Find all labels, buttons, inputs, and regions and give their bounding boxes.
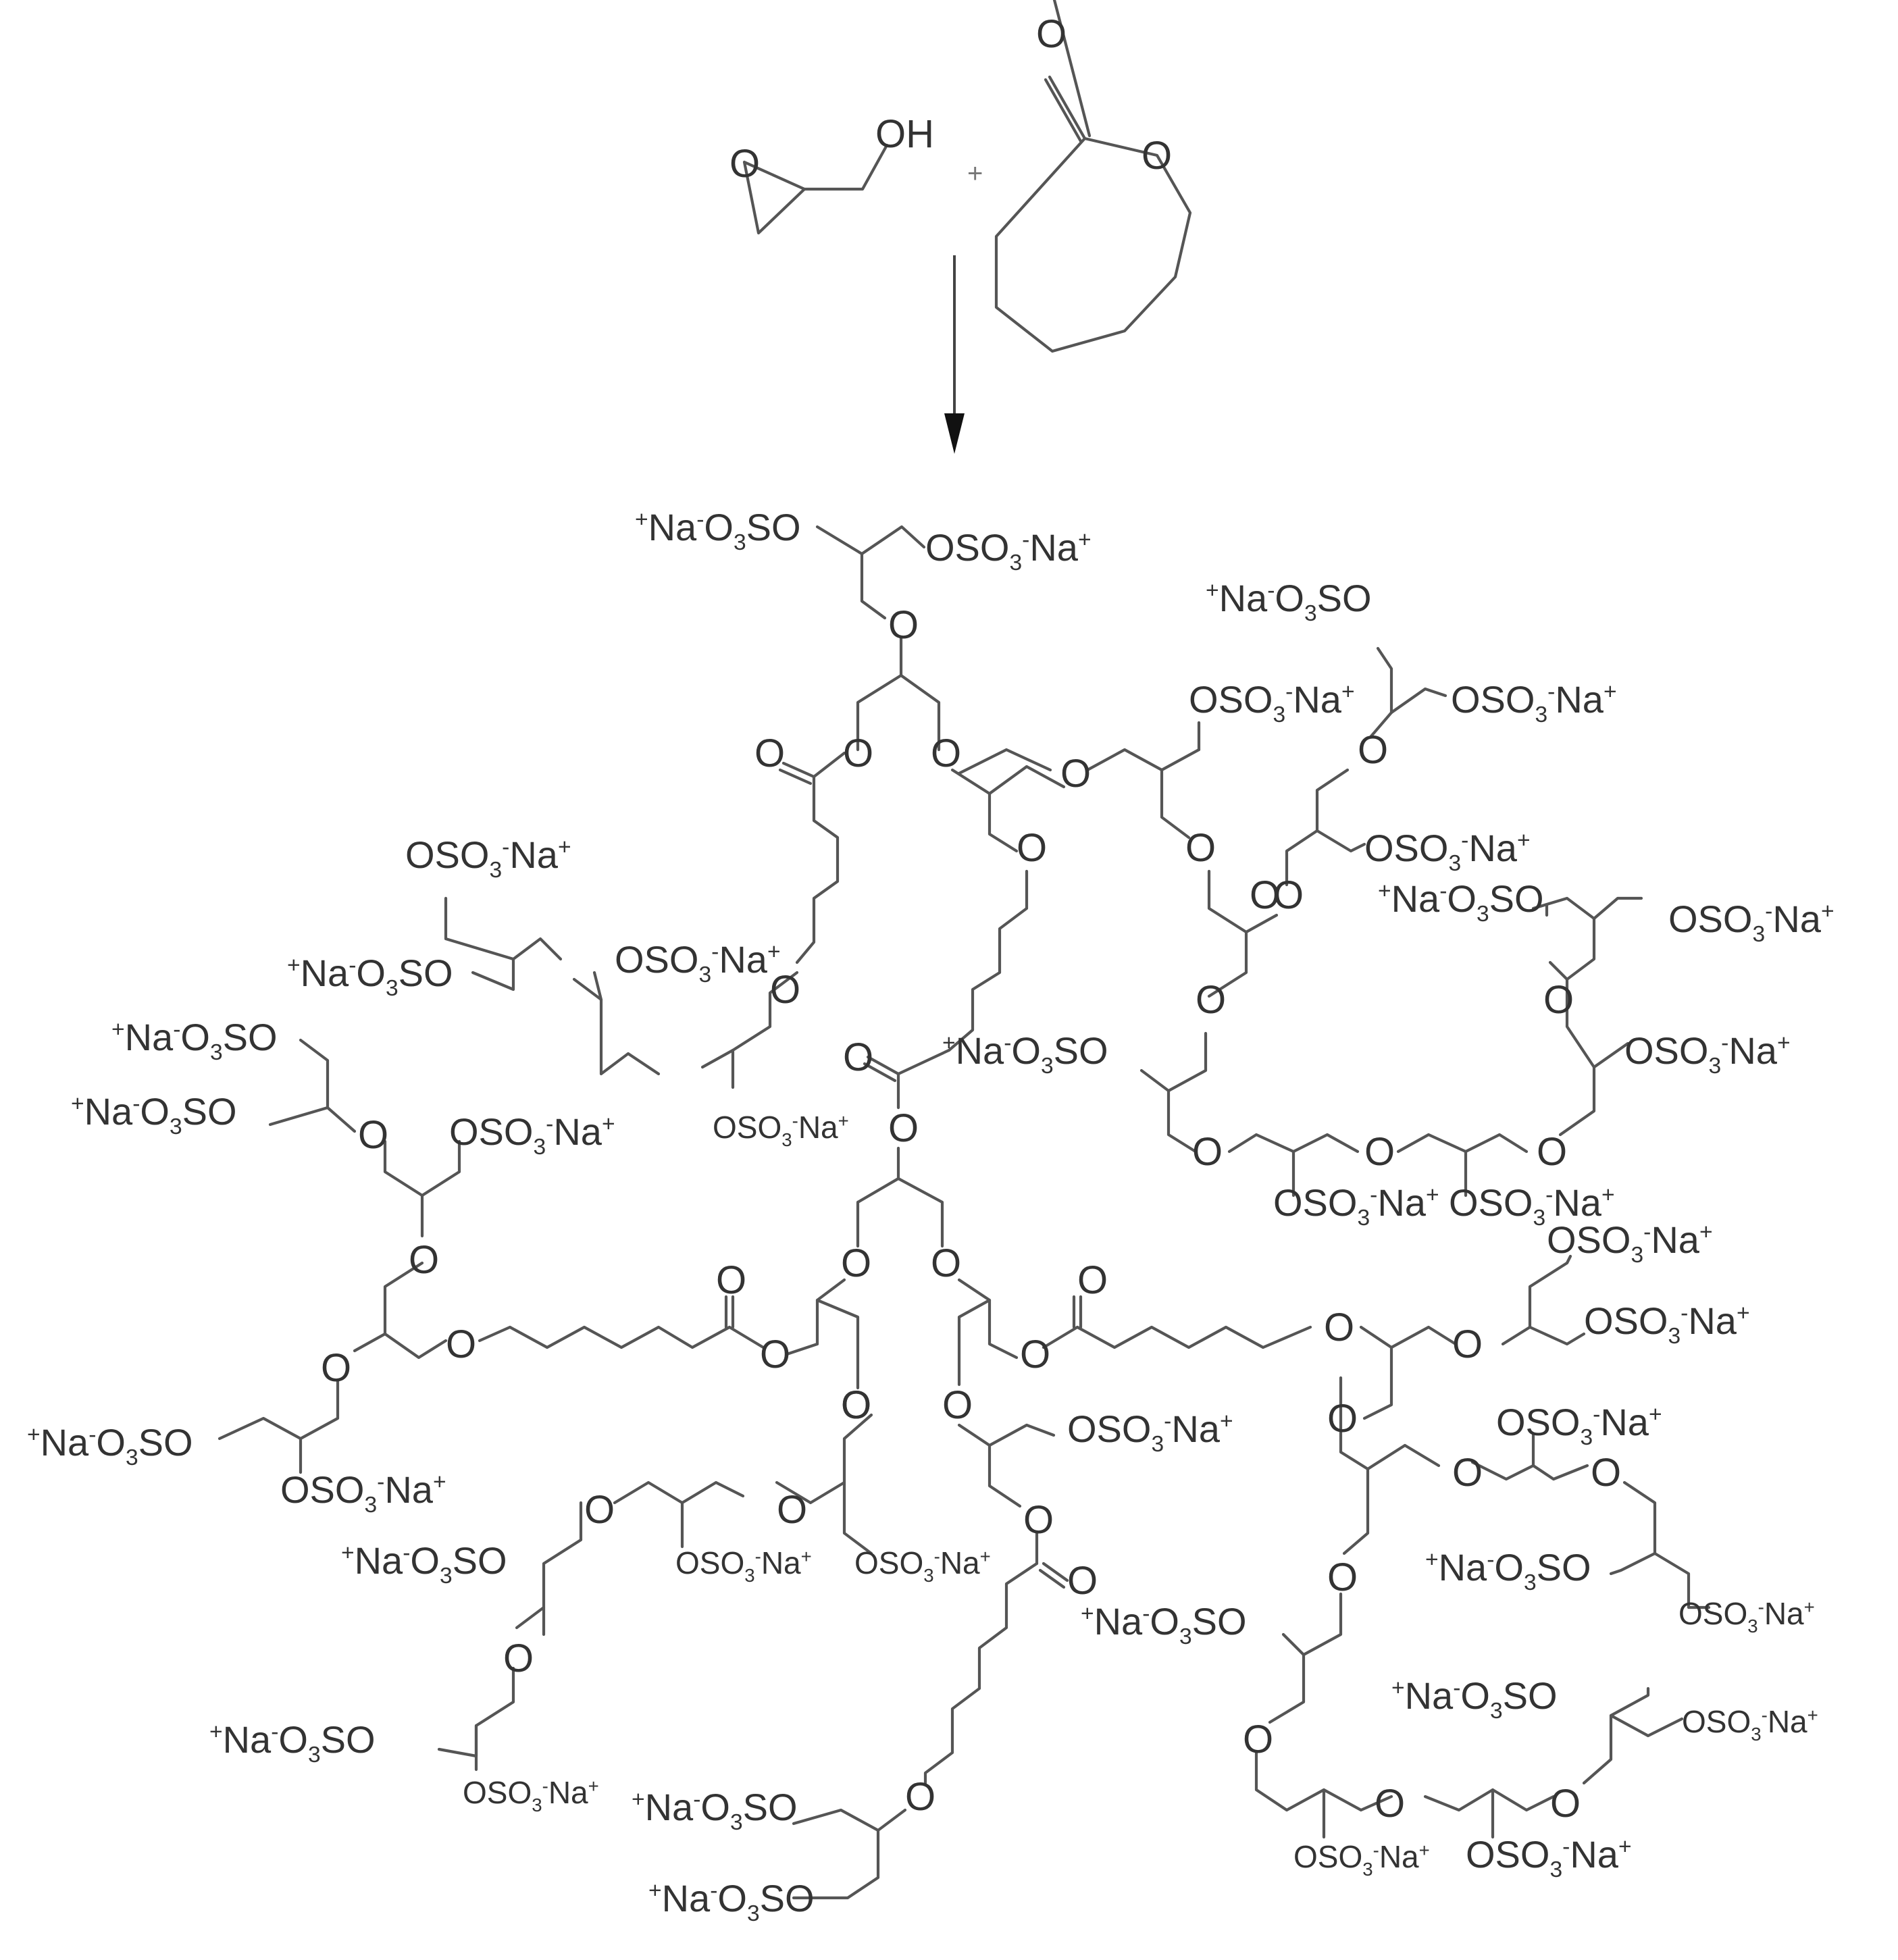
product-bonds	[217, 525, 1711, 1900]
o-atom: O	[1327, 1555, 1358, 1599]
o-atom: O	[1327, 1397, 1358, 1441]
sulfate-label: OSO3-Na+	[1273, 1181, 1439, 1231]
o-atom: O	[1023, 1498, 1054, 1542]
o-atom: O	[1452, 1322, 1483, 1366]
sulfate-label: OSO3-Na+	[463, 1775, 599, 1815]
sulfate-label: +Na-O3SO	[942, 1029, 1108, 1079]
ether-oxygens: O O O O O O O O O O O O O O O O O O O O …	[321, 603, 1621, 1826]
carbonyl-o-atom: O	[843, 1035, 873, 1079]
sulfate-label: OSO3-Na+	[1547, 1218, 1713, 1268]
o-atom: O	[905, 1775, 935, 1819]
sulfate-label: OSO3-Na+	[1449, 1181, 1615, 1231]
sulfate-label: +Na-O3SO	[1206, 577, 1372, 626]
carbonyl-o-atom: O	[716, 1258, 746, 1302]
o-atom: O	[1060, 752, 1091, 796]
sulfate-label: OSO3-Na+	[449, 1110, 615, 1160]
reaction-arrow	[944, 255, 965, 454]
o-atom: O	[584, 1488, 615, 1532]
sulfate-label: OSO3-Na+	[1189, 678, 1355, 727]
glycidol: O OH	[729, 112, 934, 235]
o-atom: O	[1543, 978, 1574, 1022]
o-atom: O	[1537, 1130, 1567, 1174]
sulfate-label: +Na-O3SO	[111, 1016, 278, 1065]
sulfate-label: +Na-O3SO	[648, 1877, 815, 1926]
o-atom: O	[1250, 873, 1280, 917]
o-atom: O	[1364, 1130, 1395, 1174]
sulfate-label: OSO3-Na+	[280, 1468, 446, 1518]
sulfate-label: +Na-O3SO	[632, 1786, 798, 1835]
o-atom: O	[1324, 1306, 1354, 1349]
plus-sign: +	[967, 159, 983, 188]
sulfate-label: OSO3-Na+	[615, 938, 781, 987]
o-atom: O	[843, 731, 873, 775]
sulfate-label: +Na-O3SO	[1378, 877, 1544, 927]
o-atom: O	[321, 1346, 351, 1390]
o-atom: O	[1550, 1782, 1581, 1826]
carbonyl-o: O	[1036, 12, 1067, 56]
sulfate-label: OSO3-Na+	[854, 1545, 991, 1586]
carbonyl-o-atom: O	[754, 731, 785, 775]
o-atom: O	[1017, 826, 1047, 870]
o-atom: O	[358, 1113, 388, 1157]
o-atom: O	[1452, 1451, 1483, 1495]
hydroxyl-oh: OH	[875, 112, 934, 156]
o-atom: O	[931, 1241, 961, 1285]
o-atom: O	[1192, 1130, 1223, 1174]
sulfate-label: OSO3-Na+	[1682, 1704, 1818, 1745]
sulfate-label: +Na-O3SO	[287, 952, 453, 1001]
sulfate-label: +Na-O3SO	[27, 1421, 193, 1470]
sulfate-label: OSO3-Na+	[1364, 827, 1531, 876]
o-atom: O	[1243, 1718, 1273, 1761]
sulfate-label: +Na-O3SO	[209, 1718, 376, 1768]
carbonyl-o-atom: O	[1067, 1559, 1098, 1603]
o-atom: O	[841, 1241, 871, 1285]
sulfate-label: OSO3-Na+	[1668, 898, 1835, 947]
sulfate-label: OSO3-Na+	[1451, 678, 1617, 727]
o-atom: O	[1185, 826, 1216, 870]
o-atom: O	[770, 968, 800, 1012]
sulfate-label: +Na-O3SO	[71, 1090, 237, 1139]
sulfate-label: OSO3-Na+	[1496, 1401, 1662, 1450]
o-atom: O	[1375, 1782, 1405, 1826]
o-atom: O	[760, 1333, 790, 1376]
o-atom: O	[1273, 873, 1304, 917]
o-atom: O	[888, 1106, 919, 1150]
ring-o: O	[1142, 134, 1172, 178]
sulfate-label: OSO3-Na+	[1466, 1833, 1632, 1882]
o-atom: O	[841, 1383, 871, 1427]
sulfate-label: +Na-O3SO	[1391, 1674, 1558, 1724]
sulfate-label: +Na-O3SO	[635, 506, 801, 555]
sulfate-labels: +Na-O3SO OSO3-Na+ +Na-O3SO OSO3-Na+ OSO3…	[27, 506, 1835, 1926]
o-atom: O	[1358, 728, 1388, 772]
sulfate-label: +Na-O3SO	[1425, 1546, 1591, 1595]
sulfate-label: OSO3-Na+	[925, 526, 1092, 575]
o-atom: O	[446, 1322, 476, 1366]
o-atom: O	[503, 1636, 534, 1680]
o-atom: O	[1196, 978, 1226, 1022]
carbonyl-o-atom: O	[1077, 1258, 1108, 1302]
sulfate-label: OSO3-Na+	[405, 833, 571, 883]
sulfate-label: OSO3-Na+	[1584, 1299, 1750, 1349]
sulfate-label: +Na-O3SO	[1081, 1600, 1247, 1649]
sulfate-label: +Na-O3SO	[341, 1539, 507, 1589]
o-atom: O	[1591, 1451, 1621, 1495]
o-atom: O	[942, 1383, 973, 1427]
o-atom: O	[841, 1383, 871, 1427]
epoxide-o: O	[729, 142, 760, 186]
sulfate-label: OSO3-Na+	[1293, 1839, 1430, 1880]
o-atom: O	[888, 603, 919, 647]
sulfate-label: OSO3-Na+	[675, 1545, 812, 1586]
o-atom: O	[777, 1488, 807, 1532]
caprolactone: O O	[994, 0, 1192, 353]
sulfate-label: OSO3-Na+	[1067, 1408, 1233, 1457]
o-atom: O	[409, 1238, 439, 1282]
o-atom: O	[931, 731, 961, 775]
sulfate-label: OSO3-Na+	[1678, 1596, 1815, 1636]
sulfate-label: OSO3-Na+	[1624, 1029, 1791, 1079]
o-atom: O	[1020, 1333, 1050, 1376]
sulfate-label: OSO3-Na+	[713, 1110, 849, 1150]
